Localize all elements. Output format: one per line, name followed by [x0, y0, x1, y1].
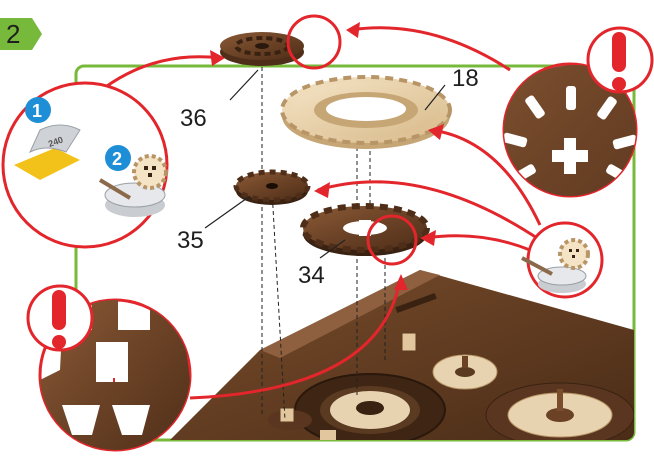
tape-label: 240	[47, 134, 65, 149]
detail-circle-36	[286, 14, 342, 70]
arrowheads	[210, 22, 444, 290]
step-badge	[0, 18, 42, 50]
step-number: 2	[6, 19, 20, 49]
glue-badge-number: 2	[112, 149, 122, 169]
base-board	[170, 270, 634, 440]
label-part-35: 35	[177, 227, 204, 254]
callout-arrows	[94, 26, 542, 400]
detail-circle-34	[366, 214, 418, 266]
label-part-36: 36	[180, 105, 207, 132]
glue-callout-right	[521, 221, 604, 299]
detail-circle-left: 240 1 2	[1, 81, 169, 249]
detail-circle-top-right	[502, 62, 638, 198]
apply-badge-number: 1	[32, 101, 42, 121]
step-badge-1	[25, 97, 51, 123]
label-part-18: 18	[452, 65, 479, 92]
glue-stick-icon	[98, 154, 168, 217]
part-18-gear	[280, 75, 452, 149]
label-leaders	[204, 69, 446, 259]
part-36-wheel	[220, 32, 304, 66]
exclamation-icon-left	[26, 284, 94, 352]
exclamation-icon	[586, 26, 654, 94]
tape-roll-icon: 240	[14, 124, 81, 180]
label-part-34: 34	[298, 262, 325, 289]
step-badge-2	[105, 145, 131, 171]
part-34-gear	[300, 203, 430, 256]
part-35-gear	[233, 169, 311, 205]
